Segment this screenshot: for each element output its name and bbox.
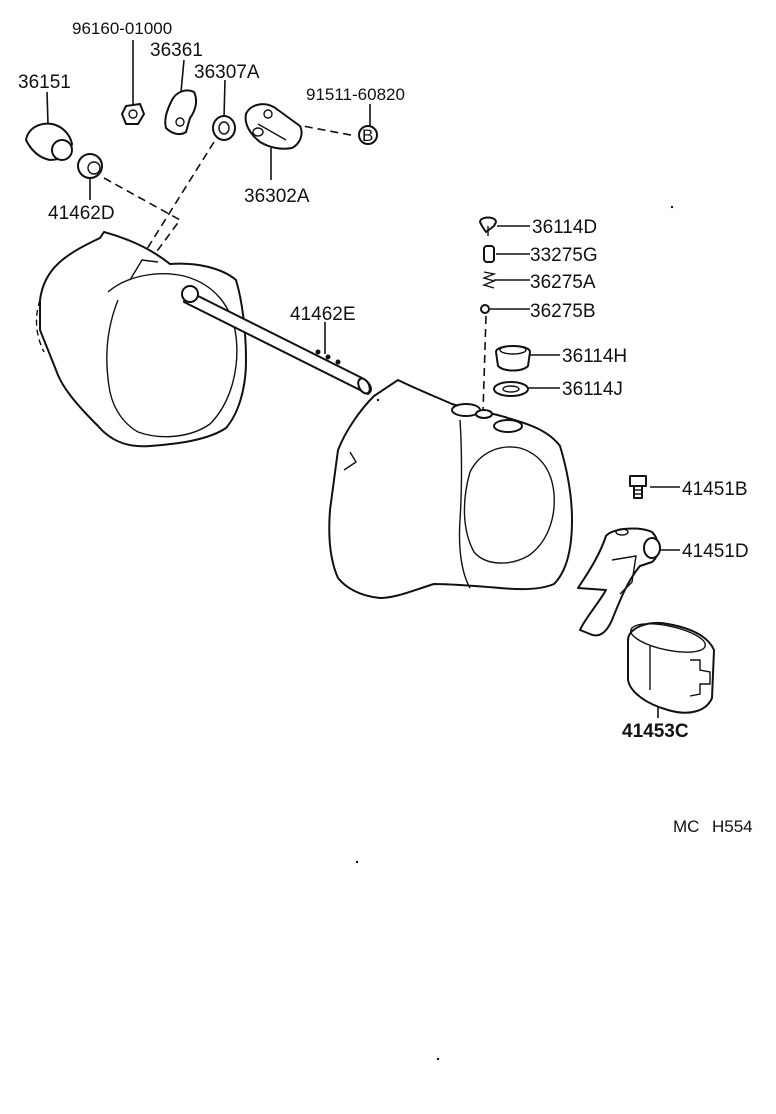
part-boot-36151 — [25, 122, 73, 161]
label-36302A: 36302A — [244, 186, 310, 207]
label-41462D: 41462D — [48, 203, 115, 224]
part-nut-96160 — [121, 103, 145, 125]
label-36307A: 36307A — [194, 62, 260, 83]
label-41453C: 41453C — [622, 721, 689, 742]
transmission-case-right — [328, 379, 573, 599]
label-33275G: 33275G — [530, 245, 598, 266]
part-washer-36114J — [493, 381, 529, 397]
transmission-case-left — [35, 231, 247, 448]
part-spring-36275A — [481, 271, 497, 289]
code-h554: H554 — [712, 817, 753, 836]
code-mc: MC — [673, 817, 699, 836]
label-36361: 36361 — [150, 40, 203, 61]
label-36151: 36151 — [18, 72, 71, 93]
diagram-code: MC H554 — [673, 817, 753, 836]
label-36275B: 36275B — [530, 301, 596, 322]
part-bolt-marker-B: B — [358, 125, 378, 145]
label-36114J: 36114J — [562, 379, 623, 400]
label-41462E: 41462E — [290, 304, 356, 325]
part-ball-36275B — [480, 304, 490, 314]
part-labels: 96160-01000 36361 36307A 91511-60820 361… — [18, 19, 749, 742]
part-sleeve-41453C — [627, 622, 715, 714]
part-cap-36114H — [495, 345, 531, 372]
label-91511-60820: 91511-60820 — [306, 85, 405, 104]
part-plug-36114D — [479, 216, 497, 236]
label-41451B: 41451B — [682, 479, 748, 500]
part-shift-fork-41451D — [577, 527, 661, 637]
part-lever-36361 — [164, 89, 198, 136]
part-pin-33275G — [483, 245, 495, 263]
shift-rail-41462E — [181, 285, 372, 395]
label-36114D: 36114D — [532, 217, 597, 238]
label-36114H: 36114H — [562, 346, 627, 367]
label-36275A: 36275A — [530, 272, 596, 293]
bolt-mark-text: B — [362, 126, 373, 145]
label-41451D: 41451D — [682, 541, 749, 562]
part-seal-36307A — [212, 115, 236, 141]
scan-specks — [355, 205, 674, 1061]
part-plate-36302A — [244, 103, 303, 150]
part-bolt-41451B — [629, 475, 647, 499]
part-bushing-41462D — [77, 153, 103, 179]
label-96160-01000: 96160-01000 — [72, 19, 172, 38]
